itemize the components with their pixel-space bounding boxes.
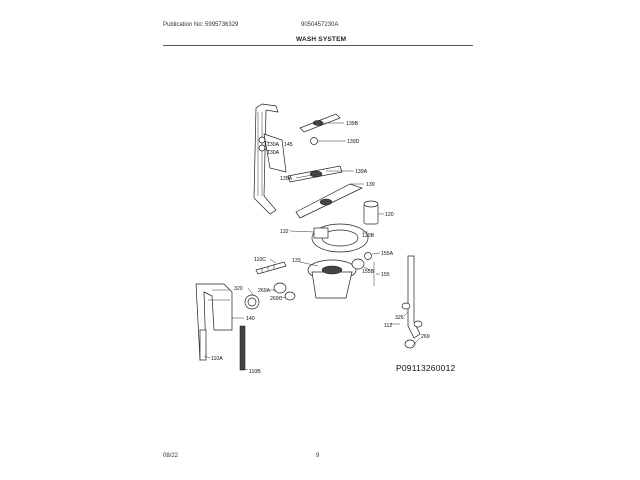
model-number: 9050457230A (301, 22, 339, 28)
label-139b: 139B (346, 121, 359, 127)
pump-top (313, 227, 329, 239)
gasket-155b (351, 258, 365, 270)
drain-hose-110a (199, 329, 207, 361)
drain-hose-right (407, 255, 421, 339)
label-326: 326 (395, 315, 404, 321)
leader-lines (203, 122, 421, 371)
drain-hose-small (255, 261, 287, 275)
spray-arm-nut (310, 137, 318, 145)
footer-date: 08/22 (163, 453, 179, 459)
label-155b: 155B (362, 269, 375, 275)
diagram-code: P09113260012 (396, 363, 456, 373)
label-110a: 110A (211, 356, 223, 362)
seal-155a (364, 252, 372, 260)
label-155: 155 (381, 272, 390, 278)
clamp-269c (284, 291, 296, 301)
tube-bracket (263, 133, 287, 173)
label-110c: 110C (254, 257, 266, 263)
label-132: 132 (280, 229, 289, 235)
label-139d: 139D (347, 139, 360, 145)
label-130a-2: 130A (267, 150, 280, 156)
label-140: 140 (246, 316, 255, 322)
clamp-269a (273, 282, 287, 294)
label-269: 269 (421, 334, 430, 340)
label-269c: 269C (270, 296, 283, 302)
page-number: 9 (316, 453, 320, 459)
label-120b: 120B (362, 233, 375, 239)
drain-hose-110b (239, 325, 246, 371)
label-269a: 269A (258, 288, 271, 294)
publication-number: Publication No: 5995736329 (163, 22, 239, 28)
label-320: 320 (234, 286, 243, 292)
label-120: 120 (385, 212, 394, 218)
header-rule (163, 45, 473, 46)
label-130a: 130A (267, 142, 280, 148)
label-139a: 139A (355, 169, 368, 175)
label-112: 112 (384, 323, 392, 329)
label-135a: 135A (280, 176, 293, 182)
label-145: 145 (284, 142, 293, 148)
upper-feed-tube (253, 103, 279, 215)
section-title: WASH SYSTEM (296, 36, 347, 43)
label-155a: 155A (381, 251, 394, 257)
label-139: 139 (366, 182, 375, 188)
label-133: 133 (292, 258, 301, 264)
clamp-269 (404, 339, 416, 349)
label-110b: 110B (249, 369, 261, 375)
